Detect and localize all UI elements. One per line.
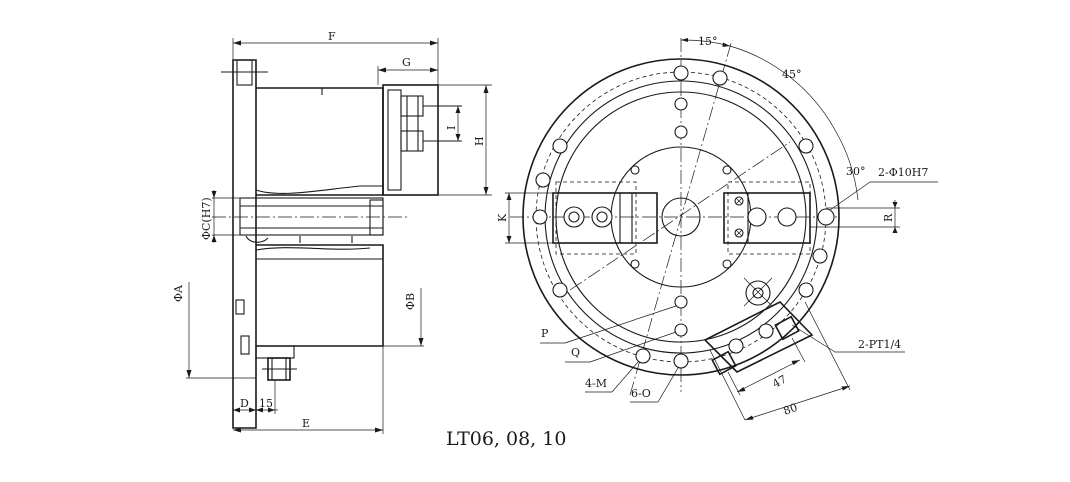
dim-phiB: ΦB — [404, 293, 417, 310]
dim-G: G — [402, 56, 411, 69]
dim-phiA: ΦA — [172, 284, 185, 302]
dim-I: I — [445, 126, 458, 130]
label-O: 6-O — [631, 387, 651, 400]
angle-45: 45° — [782, 68, 802, 81]
label-pt: 2-PT1/4 — [858, 338, 901, 351]
dim-phiC: ΦC(H7) — [200, 197, 213, 240]
label-M: 4-M — [585, 377, 607, 390]
label-P: P — [541, 327, 549, 340]
front-view: 47 80 15° 45° 30° 2-Φ10H7 K R 2-PT1/4 — [496, 35, 938, 421]
dim-47: 47 — [770, 373, 788, 391]
label-holes: 2-Φ10H7 — [878, 166, 928, 179]
label-Q: Q — [571, 346, 580, 359]
dim-15: 15 — [259, 397, 273, 410]
dim-R: R — [882, 213, 895, 222]
angle-30: 30° — [846, 165, 866, 178]
dim-K: K — [496, 213, 509, 222]
drawing-caption: LT06, 08, 10 — [446, 428, 566, 450]
dim-80: 80 — [782, 401, 800, 418]
angle-15: 15° — [698, 35, 718, 48]
dim-F: F — [328, 30, 336, 43]
side-view: F G H I ΦC(H7) ΦA ΦB — [172, 30, 492, 434]
dim-H: H — [473, 136, 486, 146]
dim-D: D — [240, 397, 249, 410]
dim-E: E — [302, 417, 310, 430]
